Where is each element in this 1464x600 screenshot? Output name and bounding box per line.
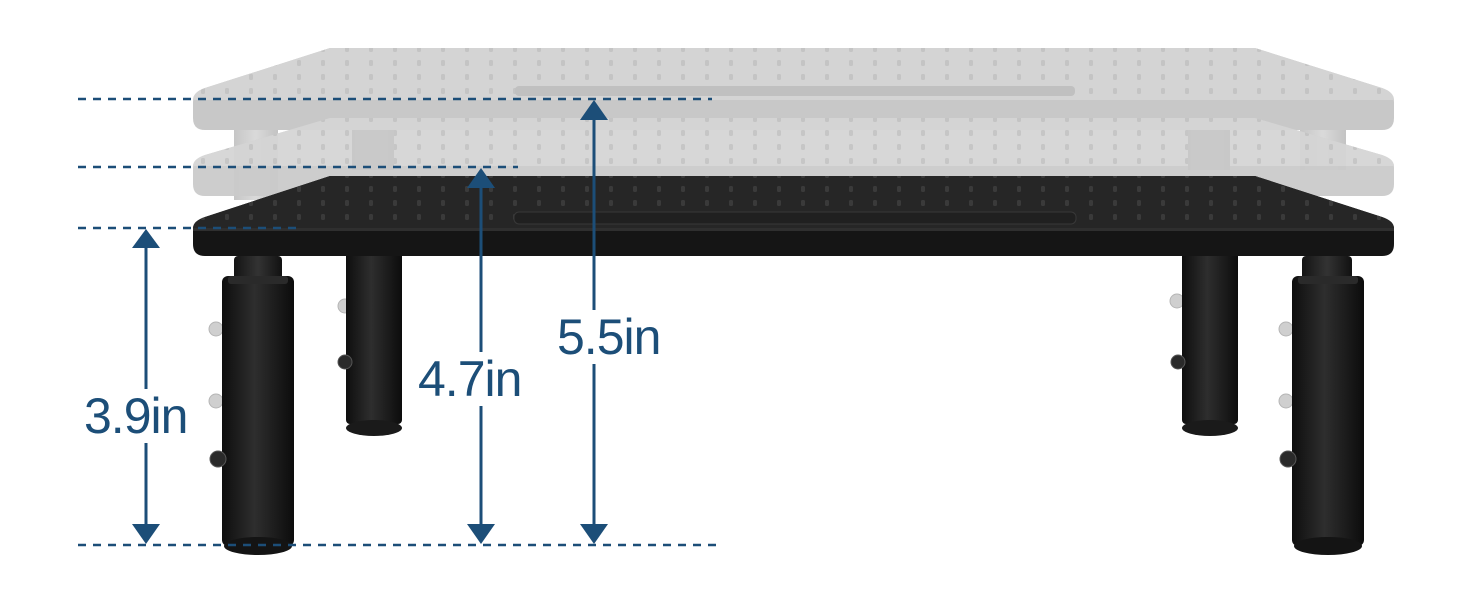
height-label-high: 5.5in bbox=[553, 310, 665, 364]
arrow-3-9in bbox=[132, 229, 160, 544]
stand-platform bbox=[193, 176, 1394, 256]
dimension-arrows bbox=[132, 100, 608, 544]
reference-lines bbox=[78, 97, 720, 547]
stand-front-legs bbox=[222, 256, 1364, 555]
height-lock-pins bbox=[209, 354, 1297, 468]
stand-back-legs bbox=[346, 252, 1238, 436]
height-label-middle: 4.7in bbox=[414, 352, 526, 406]
height-label-low: 3.9in bbox=[80, 389, 192, 443]
